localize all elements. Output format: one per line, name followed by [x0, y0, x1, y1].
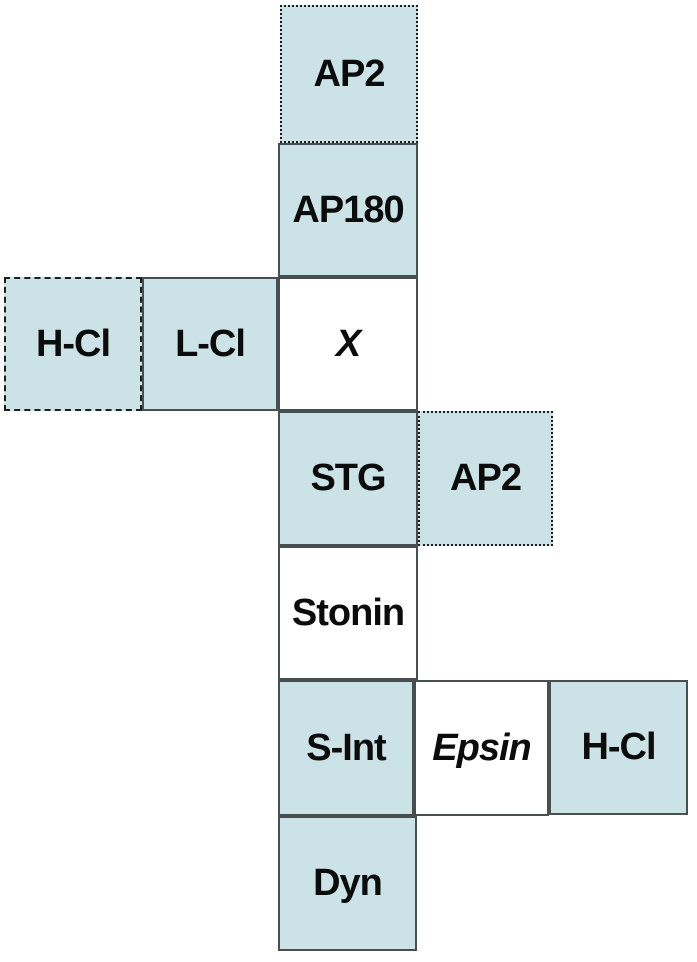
box-lcl: L-Cl: [142, 277, 278, 411]
box-hcl-left: H-Cl: [4, 277, 142, 411]
box-hcl-right: H-Cl: [549, 680, 688, 815]
box-label-stonin: Stonin: [291, 591, 405, 634]
box-label-ap2-top: AP2: [313, 52, 386, 95]
box-label-s-int: S-Int: [306, 726, 386, 769]
box-ap180: AP180: [278, 143, 418, 277]
box-stonin: Stonin: [278, 546, 418, 680]
box-label-dyn: Dyn: [313, 862, 383, 904]
box-label-hcl-right: H-Cl: [581, 726, 656, 768]
box-epsin: Epsin: [414, 680, 549, 816]
box-label-ap2-right: AP2: [450, 457, 522, 499]
box-label-x: X: [335, 322, 361, 365]
box-dyn: Dyn: [278, 816, 417, 951]
box-x: X: [278, 277, 418, 411]
box-stg: STG: [278, 411, 418, 546]
box-label-epsin: Epsin: [432, 726, 531, 769]
box-s-int: S-Int: [278, 680, 414, 816]
box-ap2-top: AP2: [280, 5, 418, 143]
box-label-stg: STG: [310, 457, 386, 499]
box-label-hcl-left: H-Cl: [35, 322, 111, 365]
box-ap2-right: AP2: [418, 411, 553, 546]
box-label-ap180: AP180: [292, 188, 404, 231]
box-label-lcl: L-Cl: [175, 322, 246, 365]
